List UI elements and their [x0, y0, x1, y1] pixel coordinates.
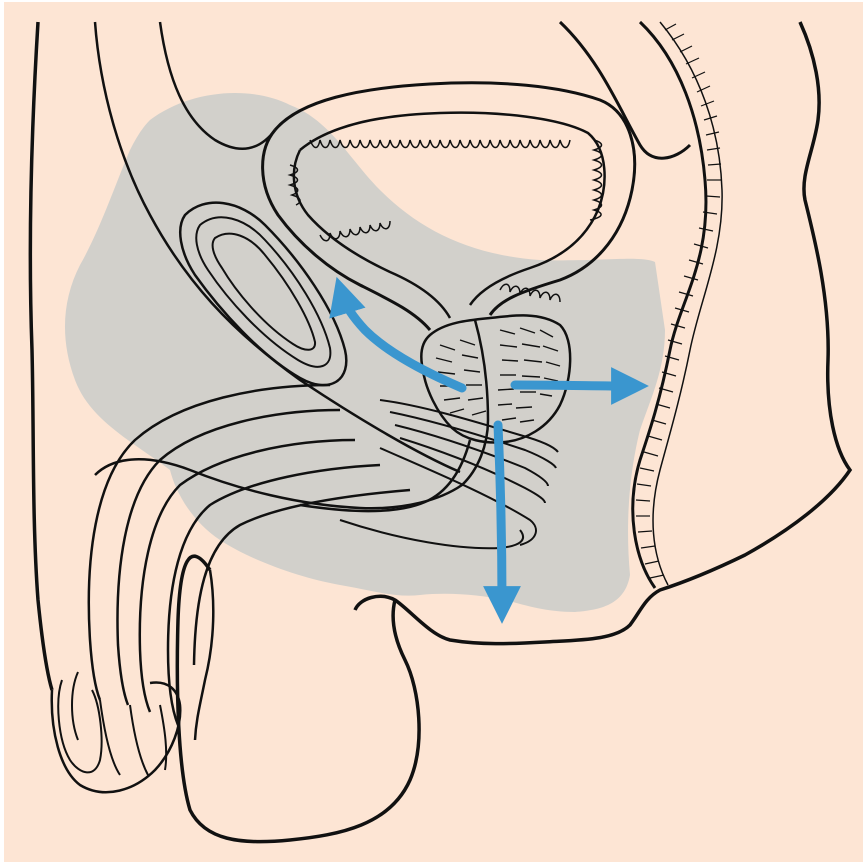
inferior-arrow	[498, 425, 502, 605]
posterior-arrow	[515, 385, 630, 386]
